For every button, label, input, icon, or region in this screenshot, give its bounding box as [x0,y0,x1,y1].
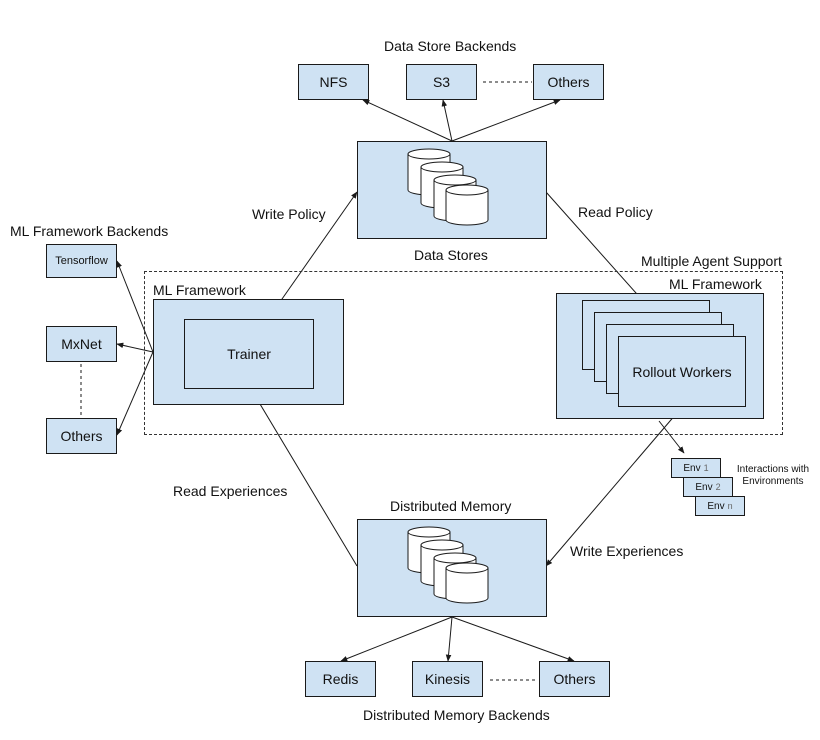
multiple-agent-title: Multiple Agent Support [641,253,782,269]
trainer-box: Trainer [184,319,314,389]
ml-backends-others-box: Others [46,418,117,454]
arrow-datastores-to-nfs [362,99,453,142]
tensorflow-box: Tensorflow [46,244,117,278]
env-interactions-caption: Interactions with Environments [736,464,810,487]
database-icon [407,526,489,604]
arrow-to-mxnet [116,342,154,353]
write-policy-label: Write Policy [252,206,326,222]
arrow-to-others-ml [116,351,154,436]
read-experiences-label: Read Experiences [173,483,288,499]
ml-backends-title: ML Framework Backends [10,223,169,239]
arrow-datastores-to-others [451,99,561,142]
memory-backends-title: Distributed Memory Backends [363,707,550,723]
arrow-memory-to-kinesis [445,616,453,662]
arrow-read-policy [545,191,645,303]
data-store-backends-title: Data Store Backends [384,38,517,54]
arrow-to-tensorflow [116,260,154,353]
arrow-write-experiences [545,406,683,567]
kinesis-box: Kinesis [412,661,483,697]
data-stores-label: Data Stores [414,247,488,263]
multiple-agent-region [144,271,783,435]
ml-framework-right-title: ML Framework [669,276,762,292]
s3-box: S3 [406,64,477,100]
nfs-box: NFS [298,64,369,100]
distributed-memory-title: Distributed Memory [390,498,512,514]
arrow-write-policy [267,191,358,320]
ml-framework-left-title: ML Framework [153,282,246,298]
arrow-read-experiences [250,388,358,567]
arrow-rollout-to-env [658,420,685,454]
mxnet-box: MxNet [46,326,117,362]
arrow-memory-to-others [451,616,575,662]
data-store-others-box: Others [533,64,604,100]
redis-box: Redis [305,661,376,697]
memory-others-box: Others [539,661,610,697]
read-policy-label: Read Policy [578,204,653,220]
arrow-datastores-to-s3 [441,99,453,142]
rollout-workers-box: Rollout Workers [618,336,746,407]
database-icon [407,148,489,226]
arrow-memory-to-redis [340,616,453,662]
write-experiences-label: Write Experiences [570,543,684,559]
